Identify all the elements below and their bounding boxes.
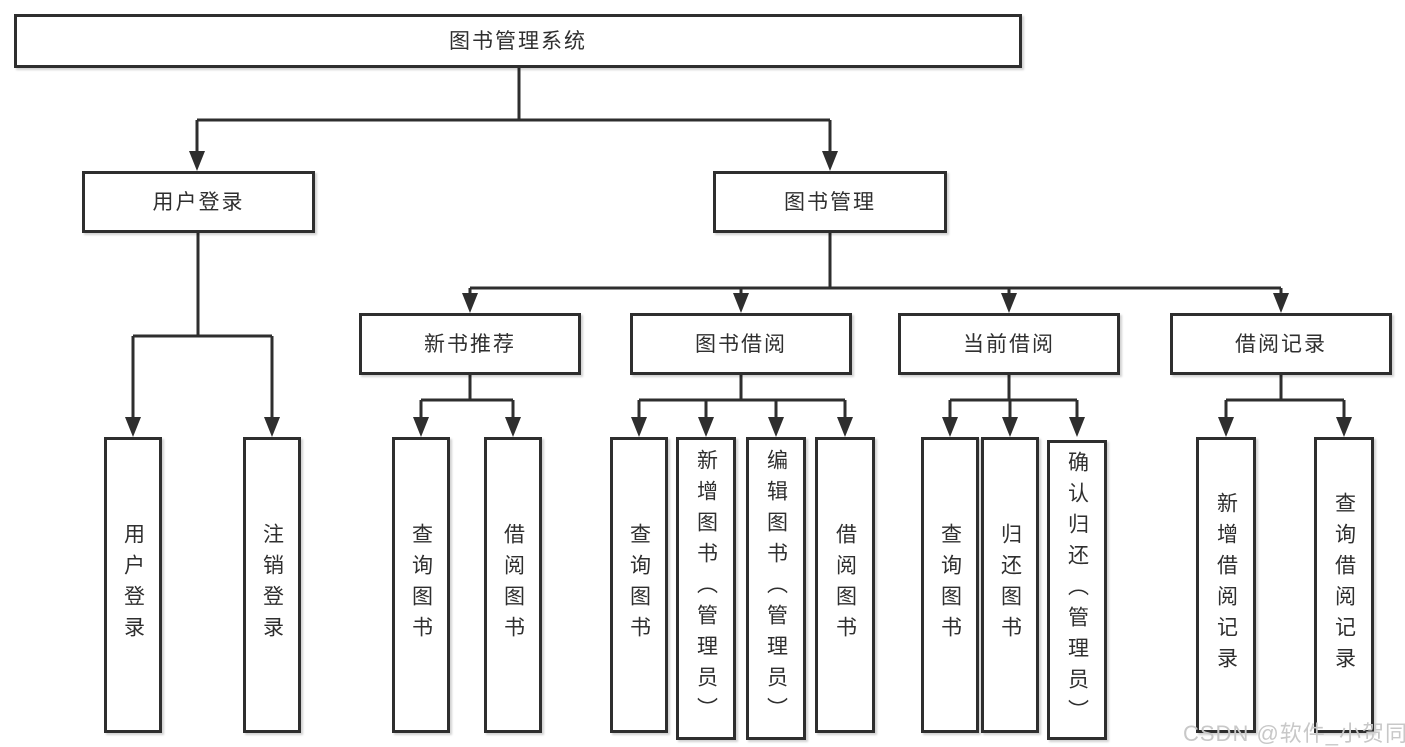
node-borrowing-records: 借阅记录 [1170, 313, 1392, 375]
node-book-management: 图书管理 [713, 171, 947, 233]
node-book-borrowing: 图书借阅 [630, 313, 852, 375]
leaf-user-login: 用户登录 [104, 437, 162, 733]
leaf-query-books-recommend: 查询图书 [392, 437, 450, 733]
leaf-query-books-borrow: 查询图书 [610, 437, 668, 733]
node-root-library-system: 图书管理系统 [14, 14, 1022, 68]
leaf-confirm-return-admin: 确认归还（管理员） [1047, 440, 1107, 740]
node-user-login: 用户登录 [82, 171, 315, 233]
node-current-borrowing: 当前借阅 [898, 313, 1120, 375]
leaf-query-borrow-record: 查询借阅记录 [1314, 437, 1374, 733]
csdn-watermark: CSDN @软件_小贺同学 [1183, 721, 1405, 746]
leaf-query-books-current: 查询图书 [921, 437, 979, 733]
leaf-add-borrow-record: 新增借阅记录 [1196, 437, 1256, 733]
leaf-borrow-books: 借阅图书 [815, 437, 875, 733]
leaf-add-books-admin: 新增图书（管理员） [676, 437, 736, 740]
node-new-book-recommend: 新书推荐 [359, 313, 581, 375]
leaf-edit-books-admin: 编辑图书（管理员） [746, 437, 806, 740]
leaf-return-books: 归还图书 [981, 437, 1039, 733]
leaf-borrow-books-recommend: 借阅图书 [484, 437, 542, 733]
leaf-logout: 注销登录 [243, 437, 301, 733]
